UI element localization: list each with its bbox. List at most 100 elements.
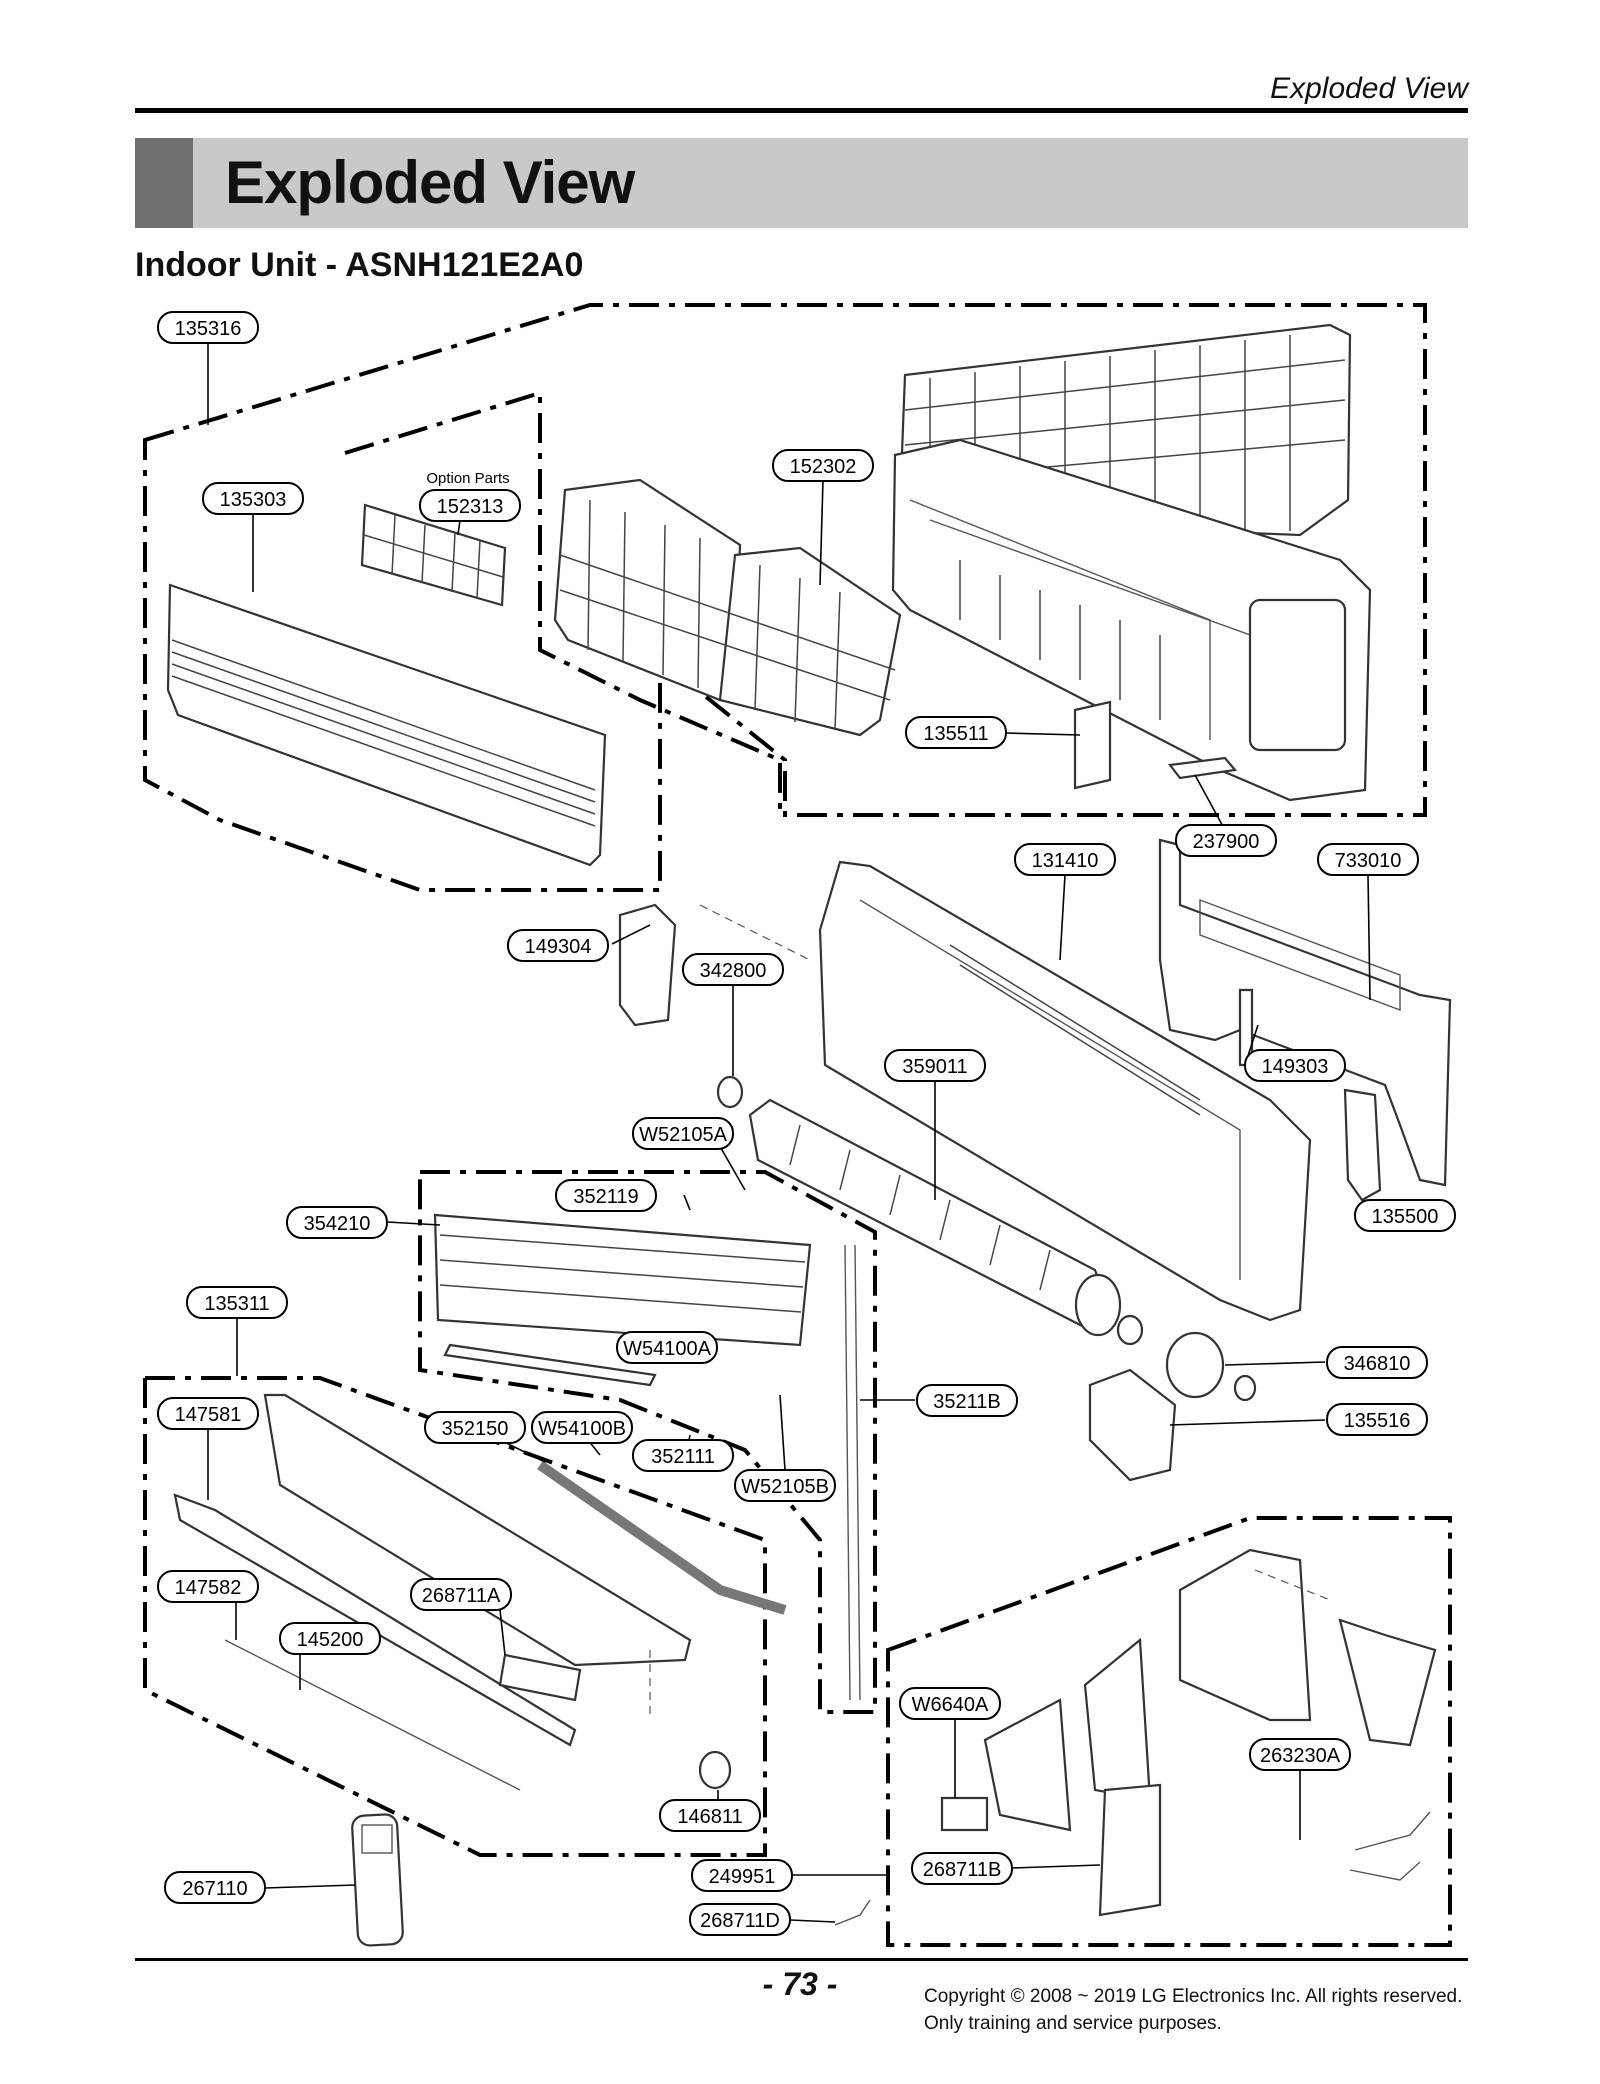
step-motor-part — [698, 1750, 732, 1790]
fan-motor-part — [1116, 1314, 1257, 1402]
svg-text:268711B: 268711B — [923, 1859, 1002, 1881]
front-panel-group-outline — [143, 303, 1427, 892]
svg-text:352150: 352150 — [442, 1418, 509, 1440]
svg-text:152313: 152313 — [437, 496, 504, 518]
copyright-notice: Copyright © 2008 ~ 2019 LG Electronics I… — [924, 1983, 1462, 2037]
front-panel-part — [166, 583, 607, 867]
callout-146811: 146811 — [659, 1799, 761, 1832]
cover-135511-part — [1073, 700, 1112, 790]
callout-35211B: 35211B — [916, 1384, 1018, 1417]
svg-text:733010: 733010 — [1335, 850, 1402, 872]
remote-control-part — [351, 1813, 404, 1947]
callout-346810: 346810 — [1326, 1346, 1428, 1379]
footer-rule — [135, 1958, 1468, 1961]
svg-text:268711A: 268711A — [422, 1585, 501, 1607]
bearing-part — [716, 1075, 744, 1109]
svg-text:267110: 267110 — [182, 1878, 247, 1900]
callout-342800: 342800 — [682, 953, 784, 986]
callout-237900: 237900 — [1175, 824, 1277, 857]
callout-135511: 135511 — [905, 716, 1007, 749]
callout-145200: 145200 — [279, 1622, 381, 1655]
svg-text:268711D: 268711D — [700, 1910, 780, 1932]
svg-text:W54100A: W54100A — [623, 1338, 711, 1360]
svg-text:131410: 131410 — [1032, 850, 1099, 872]
callout-352150: 352150 — [424, 1411, 526, 1444]
callout-135516: 135516 — [1326, 1403, 1428, 1436]
callout-135311: 135311 — [186, 1286, 288, 1319]
callout-359011: 359011 — [884, 1049, 986, 1082]
svg-text:135511: 135511 — [923, 723, 988, 745]
svg-text:342800: 342800 — [700, 960, 767, 982]
air-filter-part — [553, 478, 902, 737]
callout-352119: 352119 — [555, 1179, 657, 1212]
copyright-line-2: Only training and service purposes. — [924, 2013, 1222, 2034]
page-title: Exploded View — [225, 149, 635, 216]
display-pcb-part — [498, 1653, 582, 1702]
evaporator-part — [433, 1213, 861, 1701]
group-outlines — [143, 303, 1452, 1947]
callout-W52105A: W52105A — [632, 1117, 734, 1150]
title-bar: Exploded View — [135, 138, 1468, 228]
callout-267110: 267110 — [164, 1871, 266, 1904]
svg-text:152302: 152302 — [790, 456, 857, 478]
svg-text:W6640A: W6640A — [912, 1694, 989, 1716]
svg-text:145200: 145200 — [297, 1629, 364, 1651]
callout-268711D: 268711D — [689, 1903, 791, 1936]
svg-text:237900: 237900 — [1193, 831, 1260, 853]
base-group-outline — [143, 1376, 767, 1857]
svg-text:147582: 147582 — [175, 1577, 242, 1599]
callouts: 135316 135303 Option Parts 152313 152302… — [157, 311, 1456, 1936]
drain-pan-part — [173, 1393, 692, 1747]
chassis-part — [818, 860, 1312, 1322]
svg-text:249951: 249951 — [709, 1866, 776, 1888]
callout-131410: 131410 — [1014, 843, 1116, 876]
callout-354210: 354210 — [286, 1206, 388, 1239]
svg-text:146811: 146811 — [677, 1806, 742, 1828]
header-rule — [135, 108, 1468, 113]
svg-text:263230A: 263230A — [1260, 1745, 1341, 1767]
bracket-135500-part — [1343, 1088, 1382, 1202]
part-sketches — [166, 323, 1452, 1947]
callout-152313: 152313 — [419, 489, 521, 522]
heat-exchanger-group-outline — [418, 1170, 877, 1714]
copyright-line-1: Copyright © 2008 ~ 2019 LG Electronics I… — [924, 1986, 1463, 2007]
drain-hose-part — [537, 1460, 787, 1615]
wire-harness-part — [834, 1899, 871, 1926]
section-title: Indoor Unit - ASNH121E2A0 — [135, 246, 584, 284]
option-parts-label: Option Parts — [426, 470, 509, 487]
svg-text:147581: 147581 — [175, 1404, 242, 1426]
svg-text:359011: 359011 — [902, 1056, 967, 1078]
back-plate-part — [1158, 838, 1452, 1187]
callout-263230A: 263230A — [1249, 1738, 1351, 1771]
callout-W52105B: W52105B — [734, 1469, 836, 1502]
callout-135500: 135500 — [1354, 1199, 1456, 1232]
svg-text:135303: 135303 — [220, 489, 287, 511]
terminal-block-part — [940, 1796, 989, 1832]
svg-text:352119: 352119 — [573, 1186, 638, 1208]
piece-237900-part — [1167, 756, 1238, 780]
bearing-holder-part — [618, 903, 677, 1027]
callout-152302: 152302 — [772, 449, 874, 482]
svg-text:135311: 135311 — [204, 1293, 269, 1315]
svg-text:149304: 149304 — [525, 936, 592, 958]
callout-147581: 147581 — [157, 1397, 259, 1430]
svg-text:354210: 354210 — [304, 1213, 371, 1235]
callout-W54100B: W54100B — [531, 1411, 633, 1444]
control-box-group-outline — [886, 1516, 1452, 1947]
filter-group-outline — [344, 390, 782, 812]
svg-text:W52105A: W52105A — [639, 1124, 727, 1146]
svg-text:135500: 135500 — [1372, 1206, 1439, 1228]
page-number: - 73 - — [762, 1966, 838, 2002]
callout-149304: 149304 — [507, 929, 609, 962]
callout-352111: 352111 — [632, 1439, 734, 1472]
callout-147582: 147582 — [157, 1570, 259, 1603]
running-head: Exploded View — [1270, 72, 1468, 105]
cross-flow-fan-part — [748, 1098, 1122, 1337]
callout-733010: 733010 — [1317, 843, 1419, 876]
vane-link-part — [224, 1639, 521, 1791]
svg-text:135316: 135316 — [175, 318, 242, 340]
svg-text:346810: 346810 — [1344, 1353, 1411, 1375]
motor-holder-part — [1088, 1368, 1177, 1482]
seal-strip-part — [443, 1343, 657, 1387]
callout-268711B: 268711B — [911, 1852, 1013, 1885]
